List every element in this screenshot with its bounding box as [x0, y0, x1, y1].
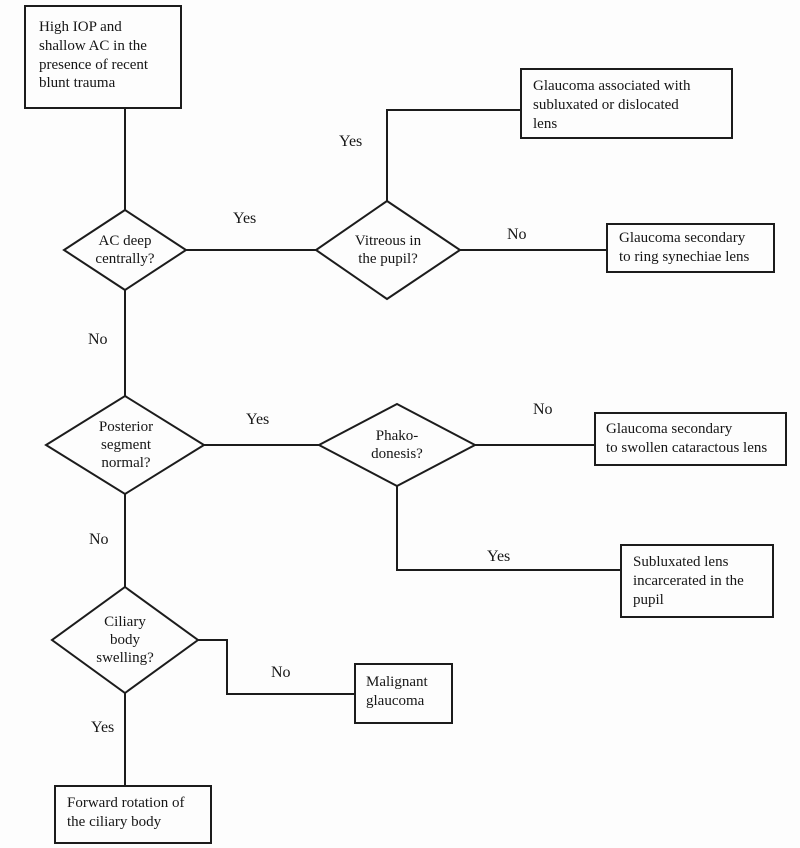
decision-diamond-ciliary	[50, 585, 200, 695]
outcome-swollen-cataractous-lens: Glaucoma secondary to swollen cataractou…	[594, 412, 787, 466]
edge-label-posterior-yes: Yes	[246, 411, 270, 428]
start-node: High IOP and shallow AC in the presence …	[24, 5, 182, 109]
edge-label-phako-yes: Yes	[487, 548, 511, 565]
edge-label-vitreous-no: No	[507, 226, 527, 243]
outcome-forward-rotation-ciliary-body: Forward rotation of the ciliary body	[54, 785, 212, 844]
edge-label-vitreous-yes: Yes	[339, 133, 363, 150]
decision-diamond-phakodonesis	[316, 402, 478, 488]
outcome-subluxated-dislocated-lens: Glaucoma associated with subluxated or d…	[520, 68, 733, 139]
decision-label-ac-deep-centrally: AC deep centrally?	[95, 233, 155, 267]
edge-label-phako-no: No	[533, 401, 553, 418]
decision-label-vitreous-in-pupil: Vitreous in the pupil?	[354, 233, 422, 267]
decision-diamond-posterior	[44, 394, 206, 496]
decision-label-ciliary-body-swelling: Ciliary body swelling?	[96, 614, 154, 666]
edge-label-ac-deep-yes: Yes	[233, 210, 257, 227]
outcome-subluxated-lens-incarcerated: Subluxated lens incarcerated in the pupi…	[620, 544, 774, 618]
outcome-ring-synechiae-lens: Glaucoma secondary to ring synechiae len…	[606, 223, 775, 273]
edge-label-ac-deep-no: No	[88, 331, 108, 348]
decision-label-phakodonesis: Phako- donesis?	[371, 428, 423, 462]
edge-label-ciliary-yes: Yes	[91, 719, 115, 736]
connector-ciliary-no	[198, 639, 354, 695]
decision-diamond-ac-deep	[62, 208, 188, 292]
edge-label-ciliary-no: No	[271, 664, 291, 681]
decision-label-posterior-segment-normal: Posterior segment normal?	[98, 419, 154, 471]
decision-diamond-vitreous	[314, 199, 462, 301]
connector-phako-yes	[396, 486, 620, 571]
connector-vitreous-yes	[386, 109, 520, 201]
outcome-malignant-glaucoma: Malignant glaucoma	[354, 663, 453, 724]
edge-label-posterior-no: No	[89, 531, 109, 548]
